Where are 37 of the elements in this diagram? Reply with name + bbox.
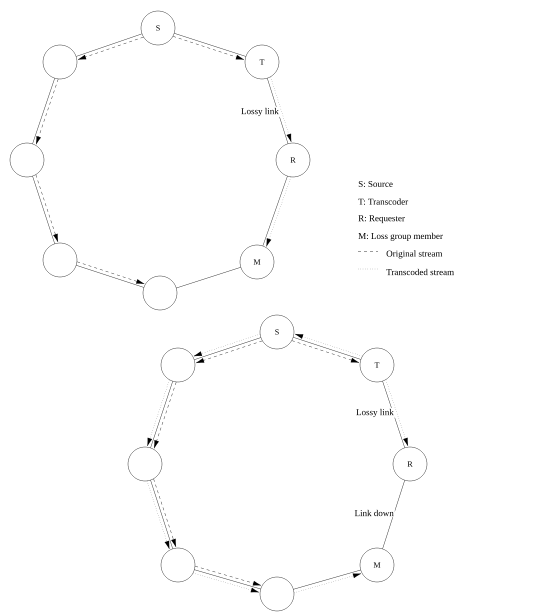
legend-entry: T: Transcoder [358, 198, 408, 205]
node-circle [42, 44, 78, 80]
arrow [196, 340, 262, 364]
legend-entry: Original stream [386, 250, 442, 258]
node-circle [142, 276, 178, 310]
node-circle [160, 348, 196, 382]
link-line [194, 337, 261, 360]
arrow [76, 262, 144, 284]
link-line [293, 570, 361, 590]
arrow [154, 382, 176, 448]
link-line [76, 265, 144, 288]
arrow [146, 480, 170, 550]
node-circle [128, 446, 162, 482]
edge-label: Lossy link [240, 106, 280, 118]
link-line [176, 267, 241, 288]
arrow [36, 78, 58, 144]
arrow [194, 566, 262, 586]
link-line [32, 78, 55, 144]
link-line [382, 480, 405, 549]
legend-entry: Transcoded stream [386, 268, 454, 276]
edge-label: Link down [354, 508, 395, 518]
link-line [32, 176, 55, 244]
arrow [294, 334, 362, 356]
link-line [150, 480, 173, 549]
arrow [294, 573, 362, 593]
legend-entry: S: Source [358, 180, 393, 188]
arrow [194, 334, 260, 356]
arrow [153, 478, 176, 548]
node-circle [160, 548, 196, 582]
edge-label: Lossy link [355, 408, 395, 418]
arrow [386, 380, 408, 446]
legend-entry: M: Loss group member [358, 232, 443, 241]
node-circle [260, 576, 294, 612]
legend-entry: R: Requester [358, 215, 405, 224]
node-circle [42, 242, 78, 278]
arrow [36, 174, 58, 242]
node-circle [10, 142, 44, 178]
